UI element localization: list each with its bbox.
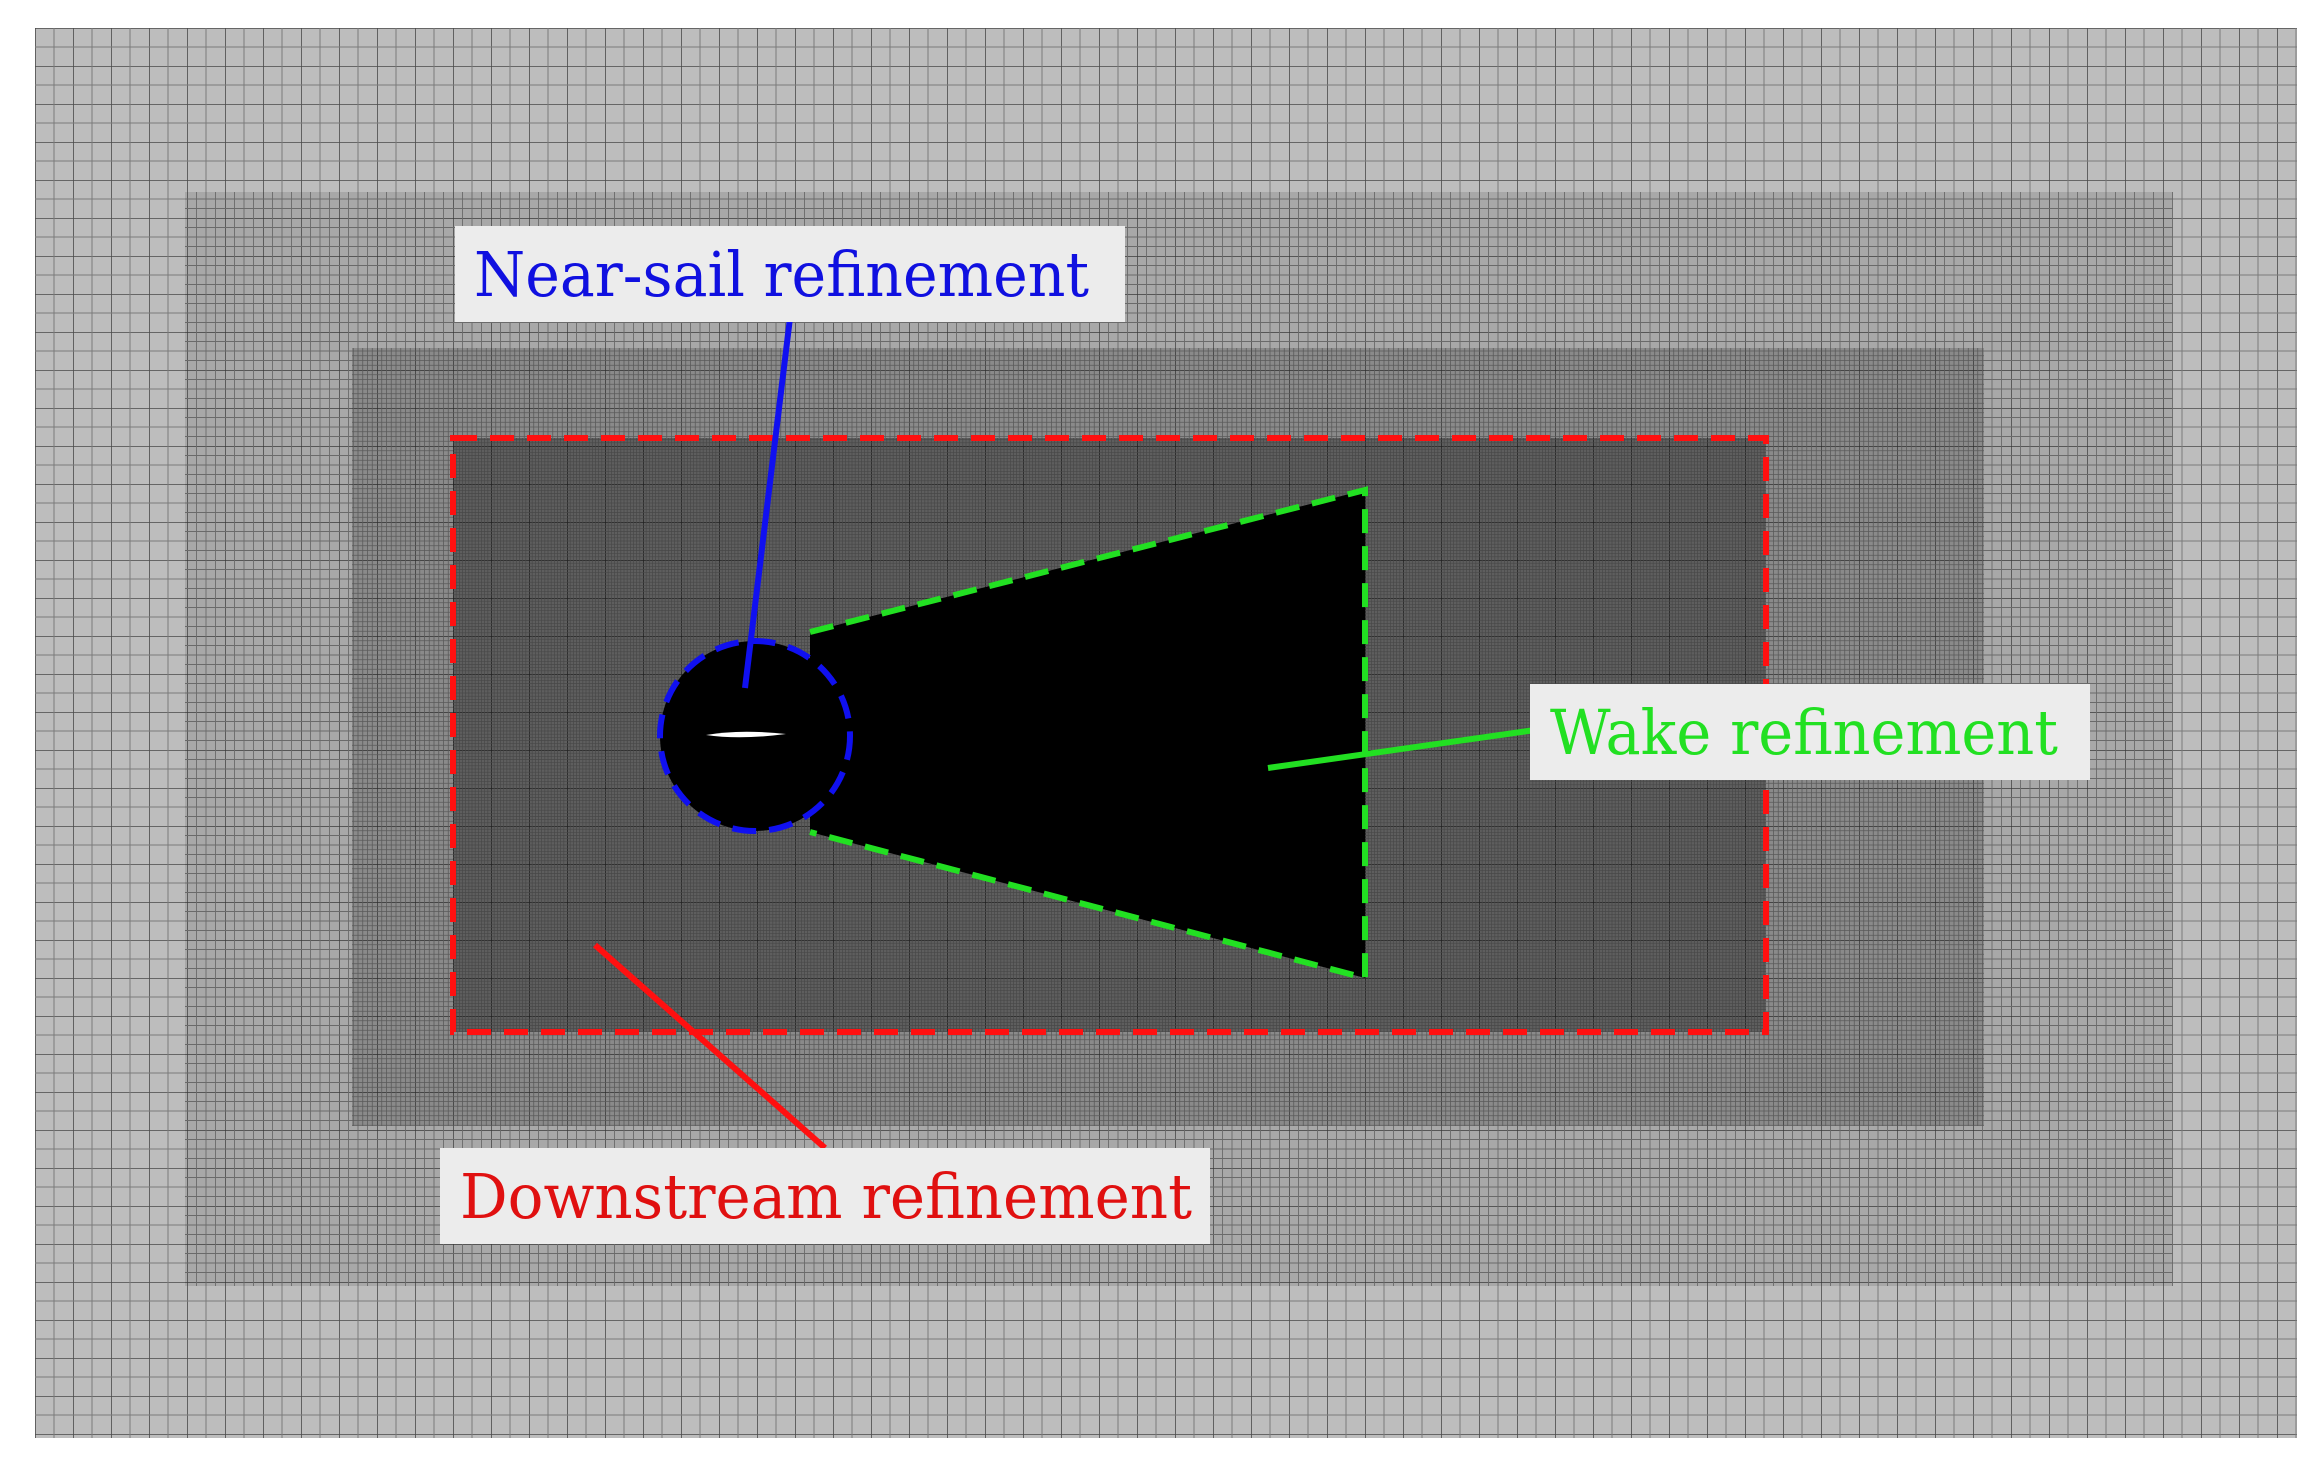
wake-refinement-region [810,490,1365,978]
wake-label: Wake refinement [1550,696,2058,769]
near-sail-label-box [455,226,1125,322]
near-sail-refinement-outline [657,638,853,834]
downstream-leader-line [593,942,827,1151]
wake-refinement-outline [809,486,1368,982]
sail-section-icon [706,731,786,738]
near-sail-label: Near-sail refinement [474,238,1089,311]
wake-leader-line [1267,727,1536,771]
downstream-label-box [440,1148,1210,1244]
near-sail-leader-line [742,317,793,689]
downstream-label: Downstream refinement [460,1160,1192,1233]
wake-label-box [1530,684,2090,780]
